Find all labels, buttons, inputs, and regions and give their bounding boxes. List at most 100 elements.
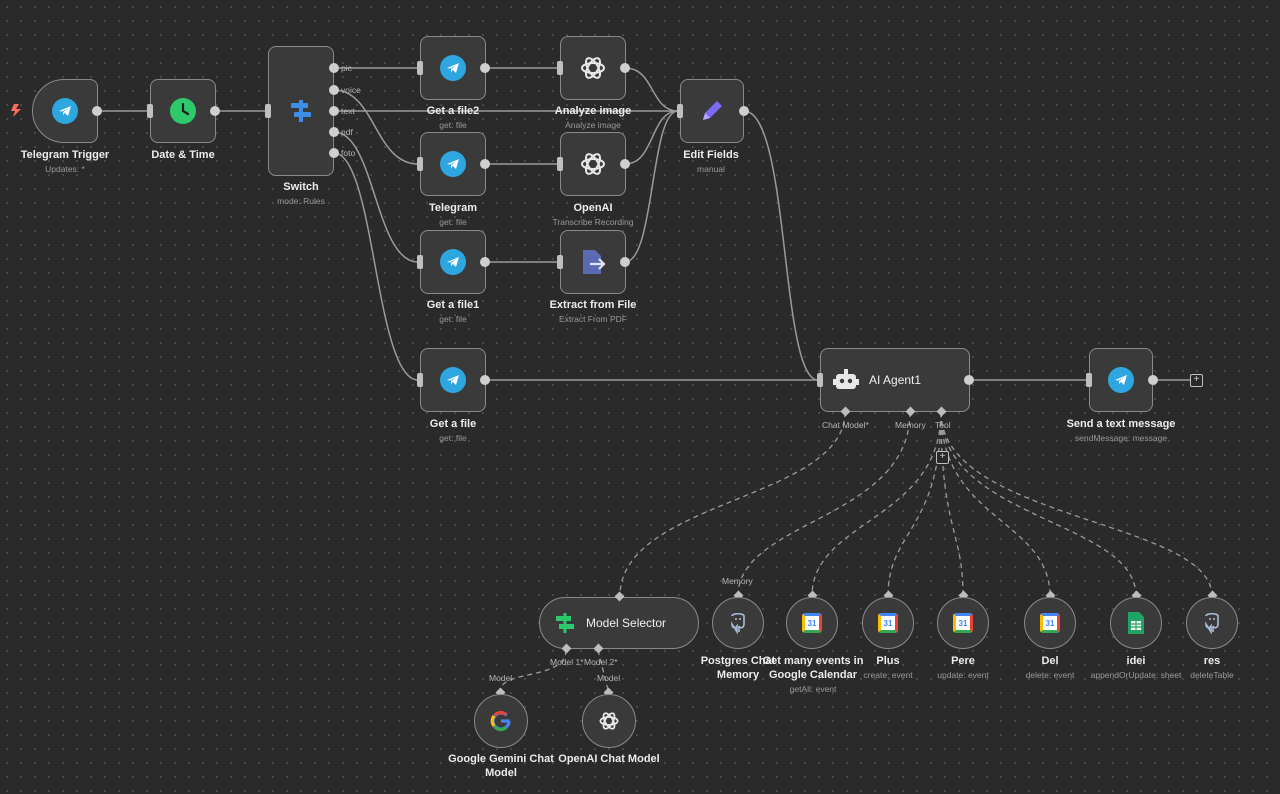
- output-port[interactable]: [480, 257, 490, 267]
- output-port[interactable]: [620, 159, 630, 169]
- node-title: Del: [1041, 655, 1059, 667]
- input-port[interactable]: [557, 157, 563, 171]
- telegram-trigger-node[interactable]: [32, 79, 98, 143]
- postgres-icon: [1201, 612, 1223, 634]
- date-time-node[interactable]: [150, 79, 216, 143]
- input-port[interactable]: [677, 104, 683, 118]
- input-port[interactable]: [417, 61, 423, 75]
- gemini-chat-model-node[interactable]: [474, 694, 528, 748]
- analyze-image-node[interactable]: [560, 36, 626, 100]
- node-subtitle: sendMessage: message: [1074, 433, 1168, 443]
- input-port[interactable]: [417, 373, 423, 387]
- get-a-file1-node[interactable]: [420, 230, 486, 294]
- output-port[interactable]: [739, 106, 749, 116]
- openai-icon: [579, 150, 607, 178]
- node-subtitle: Transcribe Recording: [552, 217, 634, 227]
- add-node-button[interactable]: +: [1190, 374, 1203, 387]
- node-subtitle: get: file: [439, 433, 467, 443]
- node-title: Postgres Chat Memory: [700, 655, 776, 681]
- extract-from-file-node[interactable]: [560, 230, 626, 294]
- output-port[interactable]: [964, 375, 974, 385]
- output-port[interactable]: [1148, 375, 1158, 385]
- ai-agent-node[interactable]: AI Agent1: [820, 348, 970, 412]
- send-text-message-node[interactable]: [1089, 348, 1153, 412]
- node-title: Edit Fields: [683, 149, 739, 161]
- google-calendar-icon: 31: [953, 613, 973, 633]
- telegram-icon: [1108, 367, 1134, 393]
- telegram-icon: [52, 98, 78, 124]
- port-label: Model: [489, 673, 513, 683]
- port-label-chat-model: Chat Model*: [822, 420, 869, 430]
- get-a-file2-node[interactable]: [420, 36, 486, 100]
- del-node[interactable]: 31: [1024, 597, 1076, 649]
- node-title: Extract from File: [549, 299, 637, 311]
- telegram-icon: [440, 151, 466, 177]
- telegram-icon: [440, 249, 466, 275]
- openai-icon: [579, 54, 607, 82]
- wire-memory-postgres: [737, 411, 911, 597]
- get-a-file-node[interactable]: [420, 348, 486, 412]
- output-label-text: text: [341, 106, 355, 116]
- telegram-icon: [440, 367, 466, 393]
- input-port[interactable]: [265, 104, 271, 118]
- input-port[interactable]: [417, 157, 423, 171]
- port-label-model2: Model 2*: [584, 657, 618, 667]
- plus-node[interactable]: 31: [862, 597, 914, 649]
- output-port-pdf[interactable]: [329, 127, 339, 137]
- input-port[interactable]: [1086, 373, 1092, 387]
- node-title: Analyze image: [554, 105, 632, 117]
- node-title: Google Gemini Chat Model: [448, 753, 554, 779]
- node-subtitle: appendOrUpdate: sheet: [1090, 670, 1182, 680]
- output-port-pic[interactable]: [329, 63, 339, 73]
- node-title: Get a file1: [426, 299, 480, 311]
- pen-icon: [698, 97, 726, 125]
- input-port[interactable]: [417, 255, 423, 269]
- wire-chatmodel-selector: [619, 411, 846, 597]
- output-port[interactable]: [480, 159, 490, 169]
- output-port[interactable]: [620, 257, 630, 267]
- openai-node[interactable]: [560, 132, 626, 196]
- output-label-foto: foto: [341, 148, 356, 158]
- add-tool-button[interactable]: +: [936, 451, 949, 464]
- google-calendar-icon: 31: [802, 613, 822, 633]
- node-title: idei: [1126, 655, 1146, 667]
- wire-editfields-agent: [743, 110, 819, 381]
- node-subtitle: get: file: [439, 120, 467, 130]
- node-title: Pere: [951, 655, 975, 667]
- input-port[interactable]: [817, 373, 823, 387]
- openai-chat-model-node[interactable]: [582, 694, 636, 748]
- postgres-chat-memory-node[interactable]: [712, 597, 764, 649]
- wire-openai-editfields: [624, 110, 679, 165]
- switch-node[interactable]: [268, 46, 334, 176]
- output-port[interactable]: [210, 106, 220, 116]
- output-port[interactable]: [620, 63, 630, 73]
- output-label-pdf: pdf: [341, 127, 353, 137]
- input-port[interactable]: [147, 104, 153, 118]
- node-subtitle: create: event: [863, 670, 913, 680]
- pere-node[interactable]: 31: [937, 597, 989, 649]
- wire-extract-editfields: [624, 110, 679, 263]
- output-port-voice[interactable]: [329, 85, 339, 95]
- output-label-pic: pic: [341, 63, 352, 73]
- input-port[interactable]: [557, 61, 563, 75]
- input-port[interactable]: [557, 255, 563, 269]
- edit-fields-node[interactable]: [680, 79, 744, 143]
- node-subtitle: Updates: *: [45, 164, 85, 174]
- google-sheets-icon: [1128, 612, 1144, 634]
- node-subtitle: mode: Rules: [277, 196, 325, 206]
- output-port[interactable]: [92, 106, 102, 116]
- node-subtitle: getAll: event: [789, 684, 837, 694]
- telegram-node[interactable]: [420, 132, 486, 196]
- model-selector-node[interactable]: Model Selector: [539, 597, 699, 649]
- output-port[interactable]: [480, 375, 490, 385]
- output-port-text[interactable]: [329, 106, 339, 116]
- output-label-voice: voice: [341, 85, 361, 95]
- port-label: Model: [597, 673, 621, 683]
- node-subtitle: get: file: [439, 217, 467, 227]
- res-node[interactable]: [1186, 597, 1238, 649]
- idei-node[interactable]: [1110, 597, 1162, 649]
- output-port-foto[interactable]: [329, 148, 339, 158]
- output-port[interactable]: [480, 63, 490, 73]
- gcal-get-many-node[interactable]: 31: [786, 597, 838, 649]
